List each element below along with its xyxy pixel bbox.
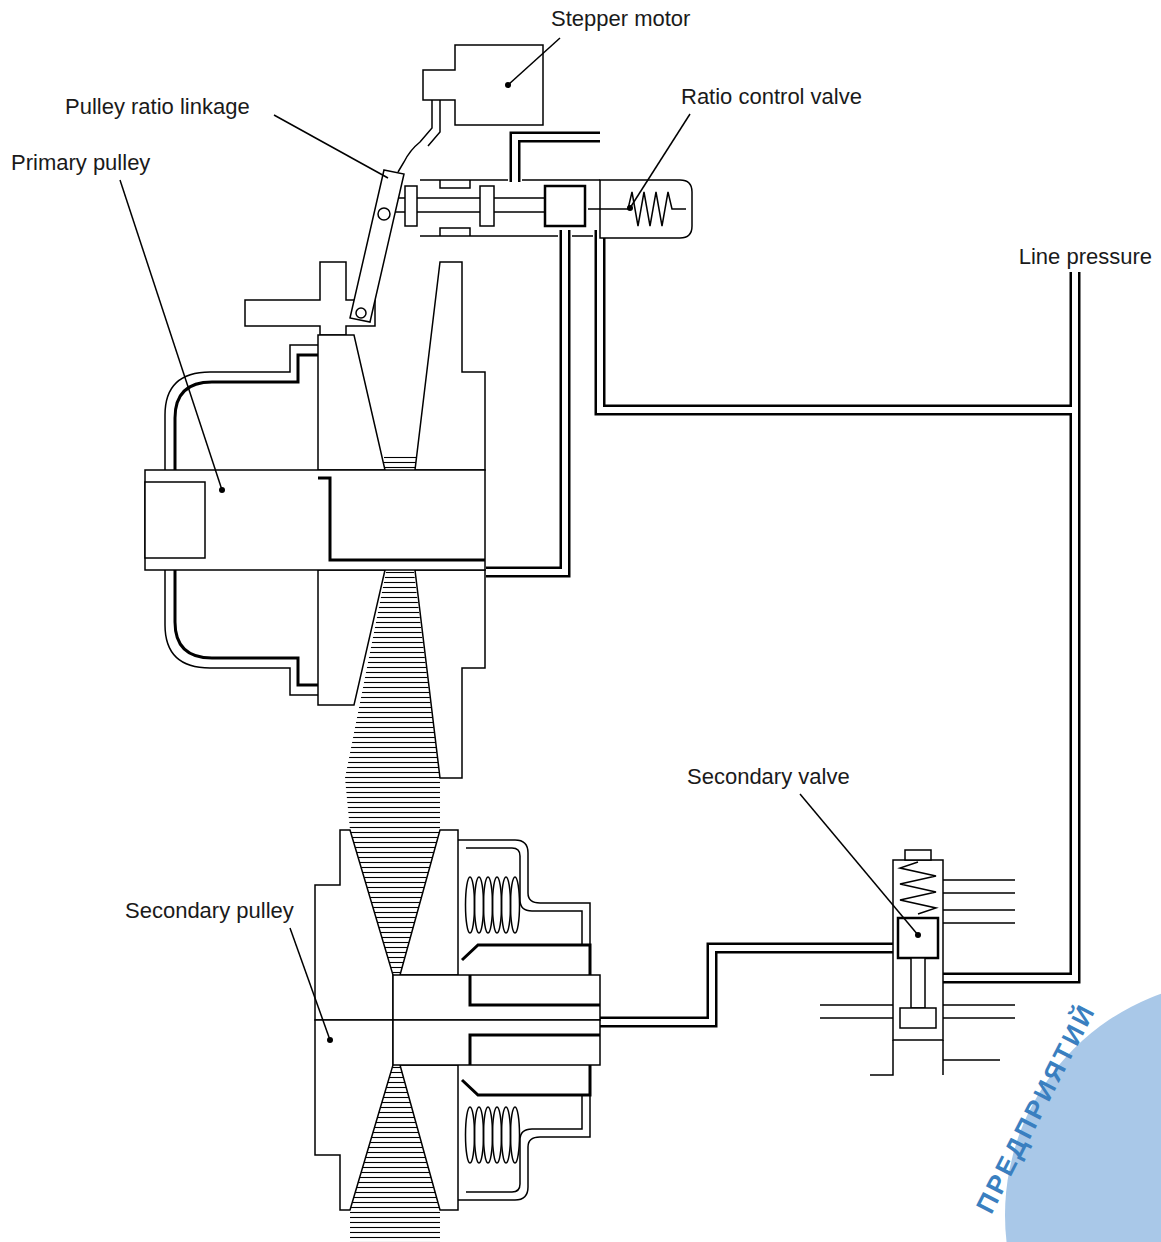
part-label: Stepper motor — [548, 6, 693, 32]
secondary-pulley — [462, 945, 590, 975]
part-label: Pulley ratio linkage — [62, 94, 253, 120]
secondary-valve — [898, 918, 938, 958]
part-label: Ratio control valve — [678, 84, 865, 110]
pulley-ratio-linkage — [350, 170, 404, 322]
secondary-pulley — [458, 840, 590, 945]
secondary-pulley — [493, 877, 502, 933]
primary-shaft — [145, 470, 485, 570]
oil-channel — [486, 230, 565, 572]
oil-channel — [486, 137, 1075, 1022]
secondary-pulley — [484, 877, 493, 933]
secondary-pulley — [466, 877, 475, 933]
secondary-pulley — [502, 877, 511, 933]
leader-line — [508, 38, 560, 85]
leader-line — [627, 205, 633, 211]
secondary-valve — [905, 850, 931, 860]
stepper-motor — [398, 100, 432, 172]
leader-line — [630, 114, 690, 208]
ratio-control-valve — [545, 186, 585, 226]
leader-line — [219, 487, 225, 493]
watermark: ПРЕДПРИЯТИЙ — [971, 996, 1102, 1219]
oil-channel — [515, 137, 600, 182]
leader-line — [120, 38, 921, 1043]
primary-shaft — [145, 470, 485, 570]
stepper-motor — [428, 100, 440, 146]
stepper-motor — [423, 45, 543, 125]
part-label: Primary pulley — [8, 150, 153, 176]
oil-channel — [600, 230, 1075, 410]
part-label: Secondary valve — [684, 764, 853, 790]
leader-line — [327, 1037, 333, 1043]
oil-channel — [940, 272, 1075, 978]
leader-line — [290, 928, 330, 1040]
secondary-pulley — [475, 877, 484, 933]
leader-line — [274, 115, 388, 178]
pulley-ratio-linkage — [350, 170, 404, 322]
oil-channel — [940, 272, 1075, 978]
pulley-ratio-linkage — [378, 208, 390, 220]
secondary-pulley — [470, 975, 600, 1005]
oil-channel — [515, 137, 600, 182]
ratio-control-valve — [405, 186, 417, 226]
leader-line — [120, 180, 222, 490]
primary-pulley — [165, 262, 485, 470]
primary-pulley — [318, 335, 385, 470]
leader-line — [915, 932, 921, 938]
secondary-valve — [893, 860, 943, 1040]
oil-channel — [486, 230, 565, 572]
secondary-pulley — [400, 830, 458, 975]
secondary-pulley — [315, 1020, 600, 1210]
secondary-pulley — [315, 830, 600, 1020]
secondary-valve — [943, 880, 1015, 923]
oil-channel — [600, 230, 1075, 410]
belt — [384, 456, 416, 470]
secondary-pulley — [511, 877, 520, 933]
stepper-motor — [398, 45, 543, 172]
ratio-control-valve — [480, 186, 494, 226]
primary-shaft — [145, 482, 205, 558]
secondary-pulley — [393, 975, 600, 1020]
part-label: Line pressure — [1016, 244, 1155, 270]
secondary-pulley — [466, 848, 582, 945]
oil-channel — [600, 948, 905, 1022]
secondary-valve — [900, 862, 936, 914]
primary-shaft — [318, 478, 485, 560]
ratio-control-valve — [388, 180, 692, 238]
pulley-ratio-linkage — [356, 308, 366, 318]
leader-line — [800, 794, 918, 935]
secondary-pulley — [315, 830, 393, 1020]
secondary-valve — [911, 958, 925, 1008]
oil-channel — [600, 948, 905, 1022]
leader-line — [505, 82, 511, 88]
primary-pulley — [165, 570, 485, 778]
part-label: Secondary pulley — [122, 898, 297, 924]
secondary-valve — [900, 1008, 936, 1028]
primary-pulley — [415, 262, 485, 470]
primary-pulley — [165, 345, 318, 470]
secondary-valve — [870, 1040, 1000, 1075]
secondary-valve — [820, 850, 1015, 1075]
